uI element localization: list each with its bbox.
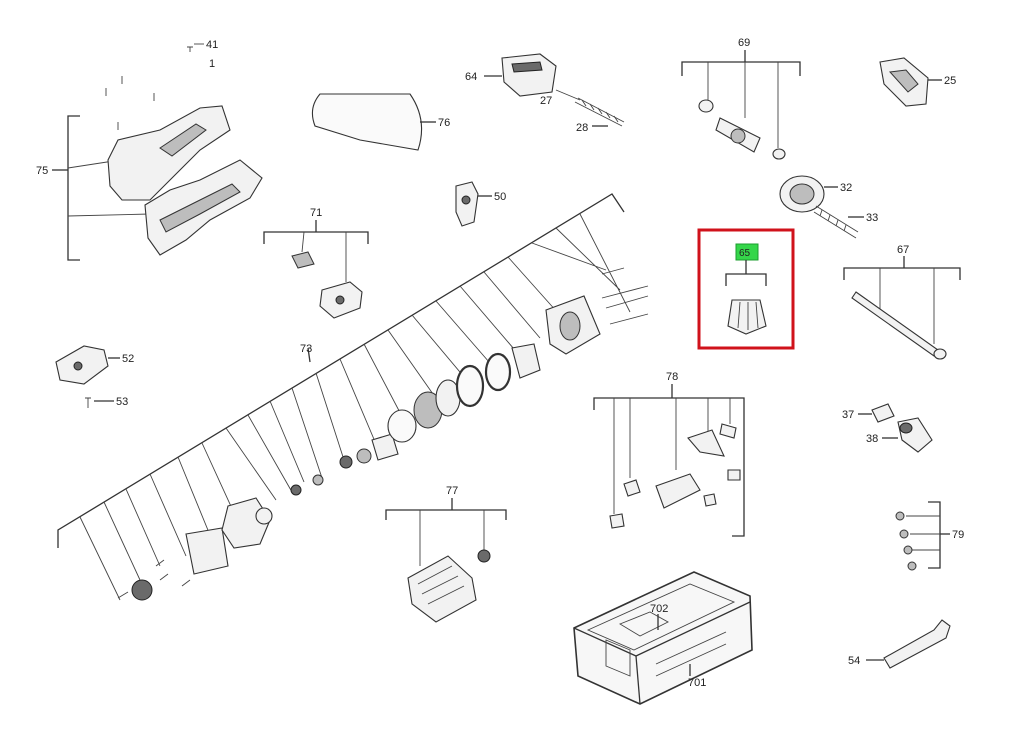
label-53: 53 (116, 396, 128, 408)
part-73-gear-assembly[interactable]: 73 (57, 193, 649, 601)
label-701: 701 (688, 677, 706, 689)
label-69: 69 (738, 37, 750, 49)
part-27-pin[interactable]: 27 (540, 89, 581, 107)
part-65-highlighted[interactable]: 65 (697, 228, 795, 350)
part-38-connector[interactable]: 38 (866, 417, 933, 453)
label-75: 75 (36, 165, 48, 177)
part-69-valve-assembly[interactable]: 69 (681, 37, 801, 160)
label-65-badge (735, 243, 759, 261)
part-54-wrench[interactable]: 54 (848, 619, 951, 669)
part-41-screw[interactable]: 41 (187, 39, 218, 52)
part-701-carrying-case[interactable]: 701 (573, 571, 753, 705)
part-50-switch[interactable]: 50 (455, 181, 506, 227)
label-1: 1 (209, 58, 215, 70)
highlight-box (697, 228, 795, 350)
label-79: 79 (952, 529, 964, 541)
part-78-electronics-set[interactable]: 78 (593, 371, 745, 537)
label-702: 702 (650, 603, 668, 615)
label-25: 25 (944, 75, 956, 87)
label-38: 38 (866, 433, 878, 445)
part-52-bracket[interactable]: 52 (55, 345, 134, 385)
part-67-rod[interactable]: 67 (843, 244, 961, 360)
label-67: 67 (897, 244, 909, 256)
part-53-screw[interactable]: 53 (85, 396, 128, 408)
label-50: 50 (494, 191, 506, 203)
label-32: 32 (840, 182, 852, 194)
label-54: 54 (848, 655, 860, 667)
part-702-insert[interactable]: 702 (650, 603, 668, 630)
part-76-label-plate[interactable]: 76 (311, 93, 450, 151)
label-64: 64 (465, 71, 477, 83)
part-75-housing[interactable]: 75 (36, 105, 263, 261)
label-71: 71 (310, 207, 322, 219)
label-78: 78 (666, 371, 678, 383)
part-32-bearing[interactable]: 32 (779, 175, 852, 213)
label-33: 33 (866, 212, 878, 224)
label-27: 27 (540, 95, 552, 107)
label-76: 76 (438, 117, 450, 129)
part-79-screw-set[interactable]: 79 (895, 501, 964, 571)
small-screws (105, 76, 155, 130)
label-52: 52 (122, 353, 134, 365)
label-37: 37 (842, 409, 854, 421)
label-28: 28 (576, 122, 588, 134)
label-41: 41 (206, 39, 218, 51)
label-73: 73 (300, 343, 312, 355)
label-77: 77 (446, 485, 458, 497)
part-25-cover[interactable]: 25 (879, 57, 956, 107)
label-65: 65 (739, 248, 751, 259)
part-37-plug[interactable]: 37 (842, 403, 895, 423)
part-71-trigger-assembly[interactable]: 71 (263, 207, 369, 319)
part-28-spring[interactable]: 28 (574, 97, 625, 134)
part-33-shaft[interactable]: 33 (813, 205, 878, 239)
part-77-motor[interactable]: 77 (385, 485, 507, 623)
part-64-battery-contact[interactable]: 64 (465, 53, 557, 97)
